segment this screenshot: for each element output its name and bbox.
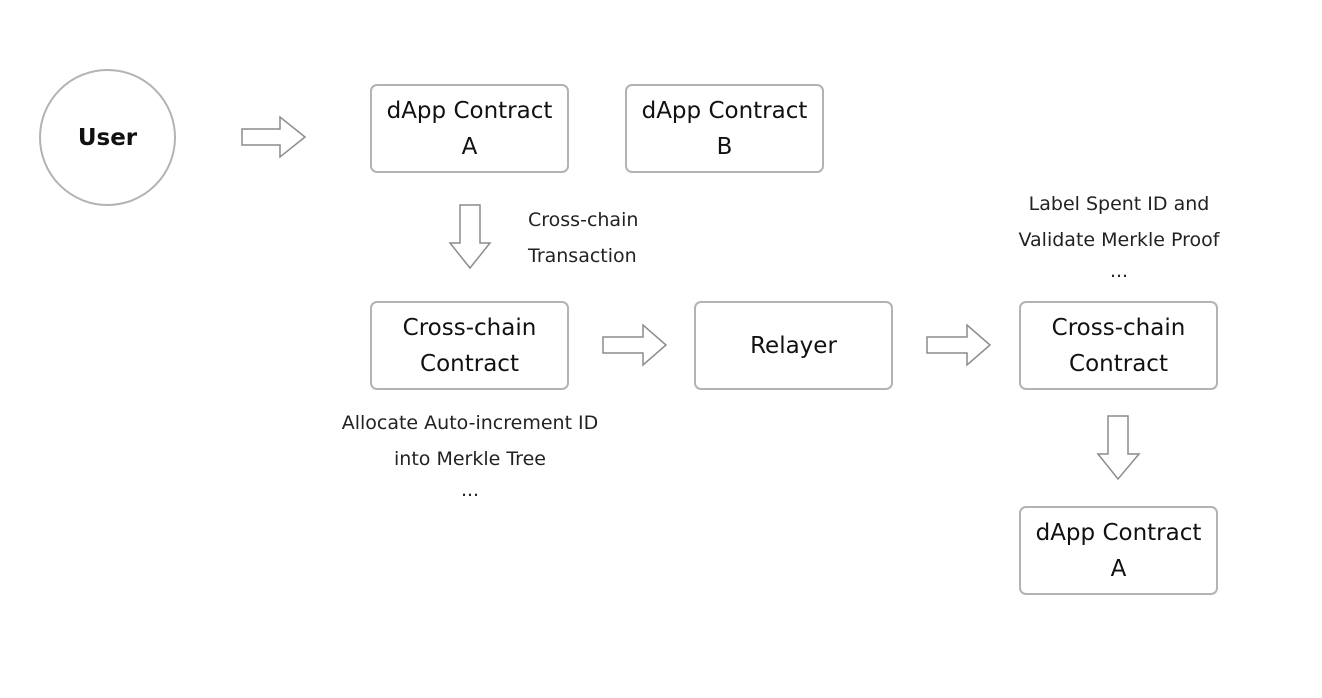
node-line: Contract (420, 350, 519, 377)
relayer-label: Relayer (750, 332, 837, 359)
note-line: ... (1109, 260, 1129, 282)
note-line: Validate Merkle Proof (1018, 229, 1220, 251)
dapp-contract-a-target: dApp Contract A (1019, 506, 1218, 595)
node-line: A (1110, 555, 1127, 582)
node-line: B (716, 133, 733, 160)
allocate-note: Allocate Auto-increment ID into Merkle T… (310, 405, 630, 503)
arrow-crosschain-to-dapp (1096, 415, 1141, 481)
crosschain-contract-source: Cross-chain Contract (370, 301, 569, 390)
note-line: Cross-chain (528, 209, 639, 231)
note-line: Transaction (528, 245, 637, 267)
note-line: into Merkle Tree (394, 448, 546, 470)
validate-note: Label Spent ID and Validate Merkle Proof… (990, 186, 1248, 284)
node-line: A (461, 133, 478, 160)
user-node: User (39, 69, 176, 206)
dapp-contract-a-source: dApp Contract A (370, 84, 569, 173)
node-line: dApp Contract (641, 97, 808, 124)
note-line: ... (460, 479, 480, 501)
node-line: dApp Contract (386, 97, 553, 124)
dapp-contract-b: dApp Contract B (625, 84, 824, 173)
arrow-user-to-dapp (241, 115, 307, 159)
transaction-note: Cross-chain Transaction (528, 202, 638, 274)
node-line: Cross-chain (1051, 314, 1186, 341)
arrow-relayer-to-crosschain (926, 323, 992, 367)
node-line: Cross-chain (402, 314, 537, 341)
node-line: Contract (1069, 350, 1168, 377)
arrow-crosschain-to-relayer (602, 323, 668, 367)
user-label: User (77, 124, 138, 151)
crosschain-contract-target: Cross-chain Contract (1019, 301, 1218, 390)
note-line: Label Spent ID and (1028, 193, 1210, 215)
arrow-dapp-to-crosschain (448, 204, 492, 270)
relayer-node: Relayer (694, 301, 893, 390)
note-line: Allocate Auto-increment ID (341, 412, 599, 434)
node-line: dApp Contract (1035, 519, 1202, 546)
